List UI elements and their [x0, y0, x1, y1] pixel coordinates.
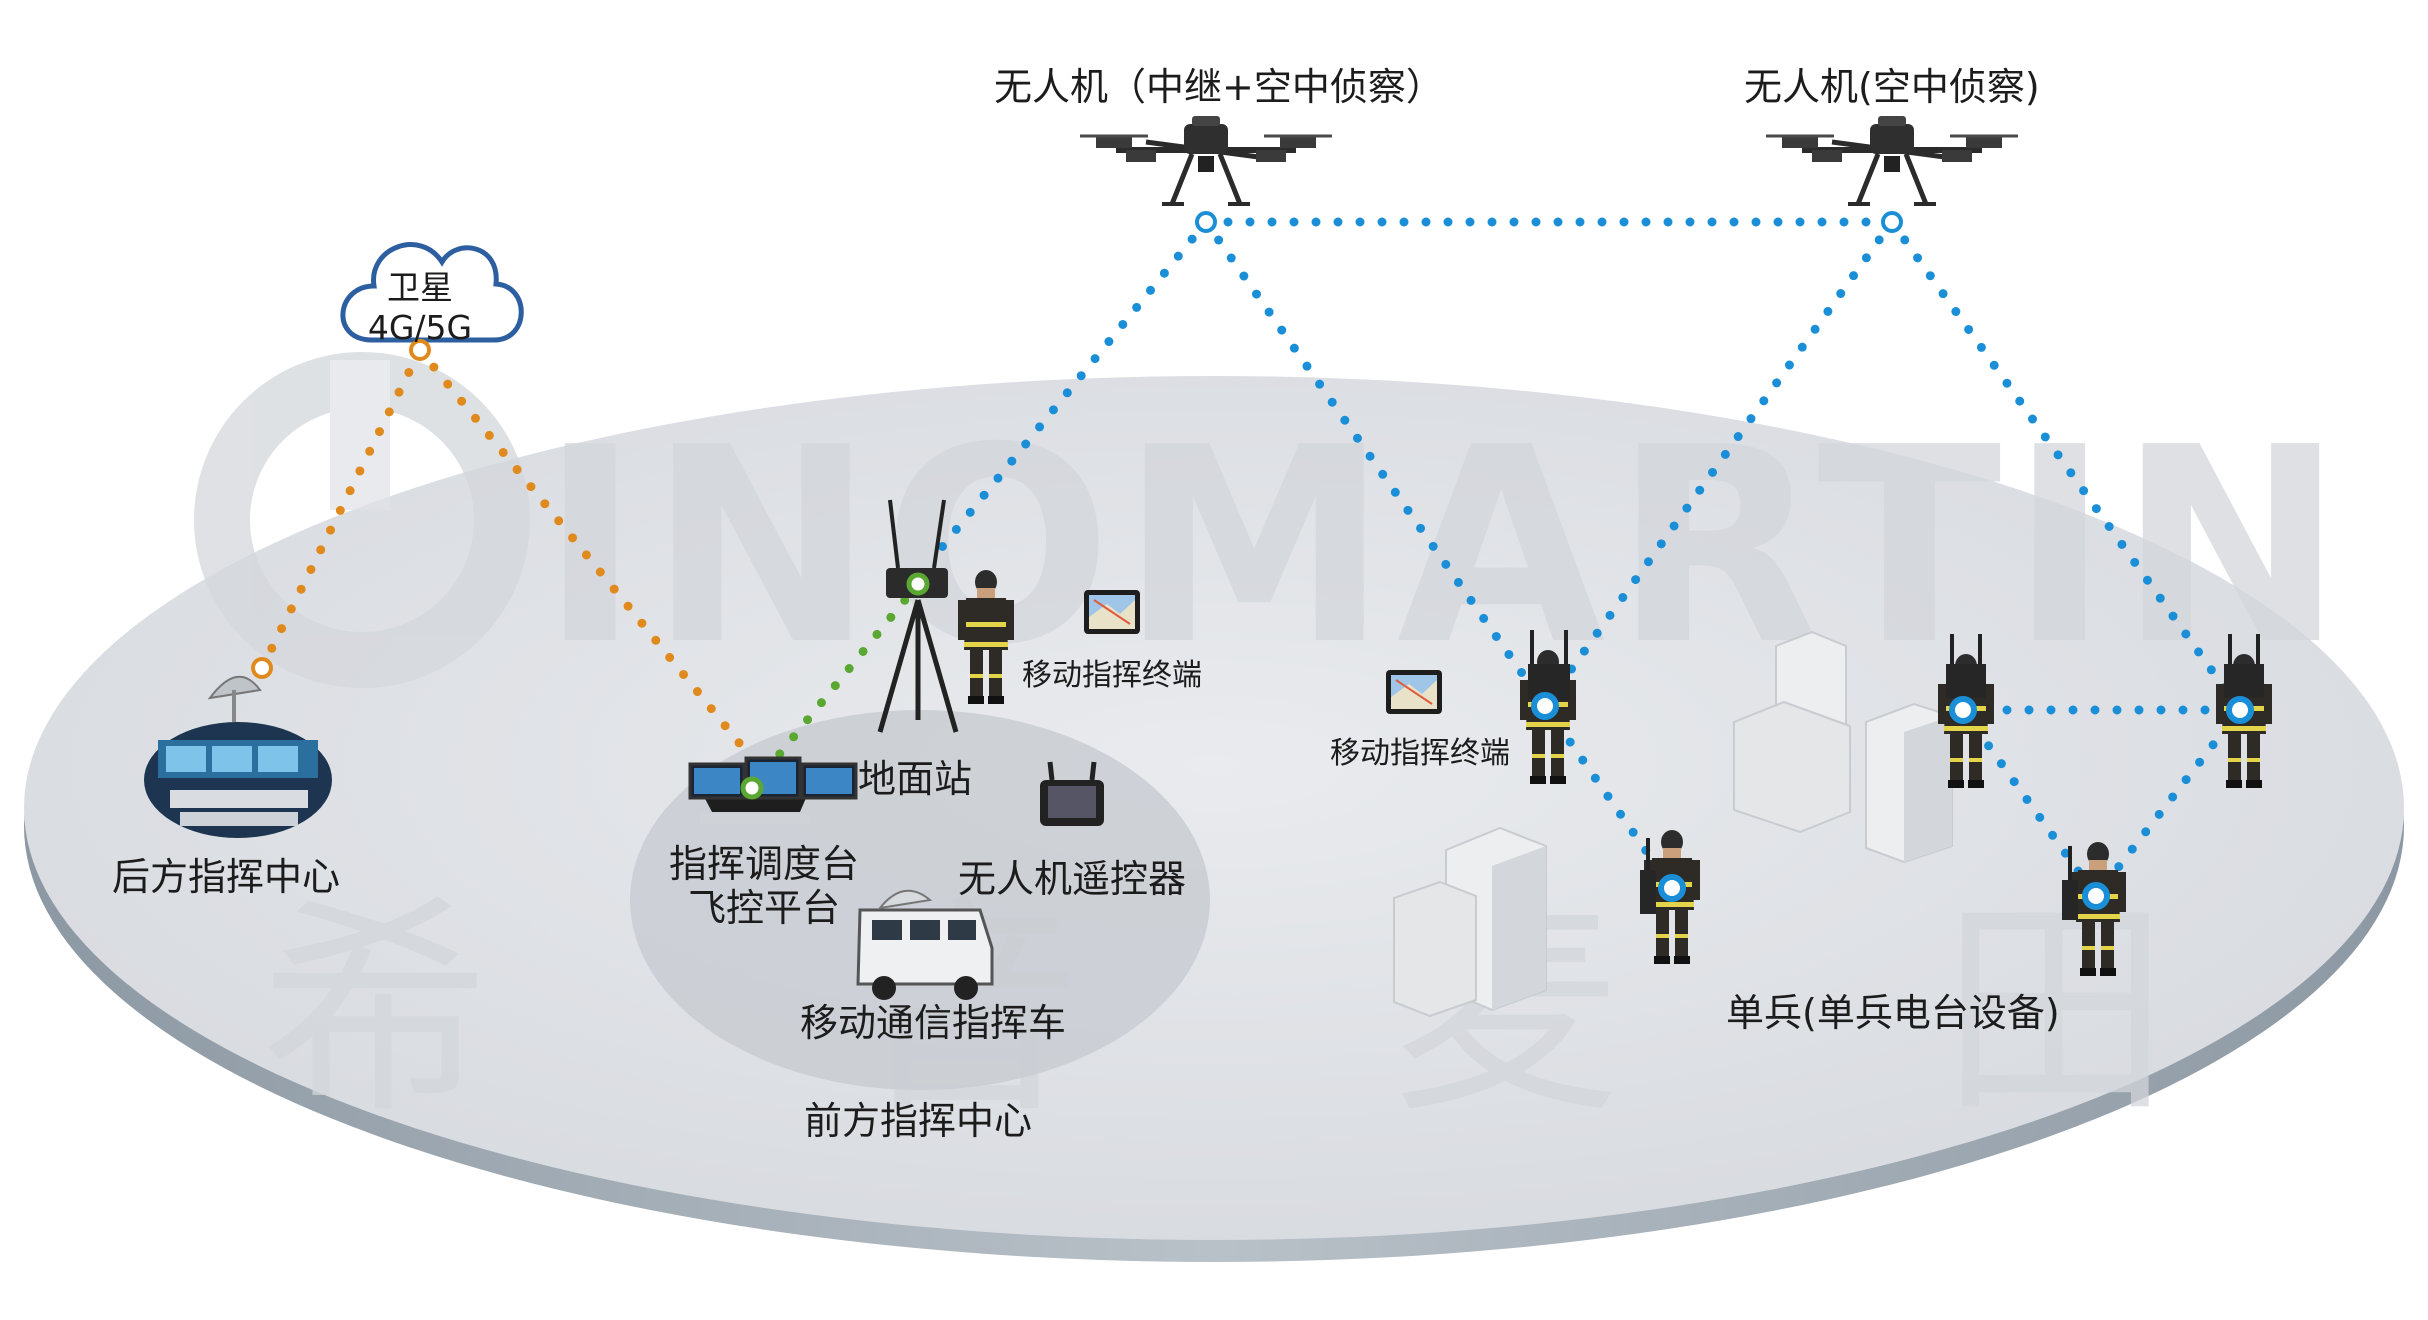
link-rear-satellite	[257, 345, 425, 673]
watermark-brand: INOMARTIN	[540, 389, 2352, 704]
satellite-line1: 卫星	[387, 268, 453, 307]
link-dispatch-ground-station	[747, 579, 923, 793]
label-drone-remote: 无人机遥控器	[958, 857, 1187, 901]
soldier-radio-icon	[1938, 634, 1994, 788]
label-mobile-terminal-1: 移动指挥终端	[1022, 658, 1202, 693]
satellite-dish-icon	[207, 675, 262, 722]
link-soldier-c-soldier-e	[1958, 705, 2101, 901]
label-drone-relay: 无人机（中继+空中侦察）	[994, 65, 1444, 109]
label-forward-command: 前方指挥中心	[804, 1099, 1033, 1143]
uav-link-nodes	[1531, 692, 2254, 910]
ground-platform	[24, 376, 2404, 1262]
cloud-icon	[340, 242, 524, 343]
tablet-icon	[1083, 589, 1141, 635]
building-icon	[1733, 630, 1953, 864]
soldier-radio-icon	[1640, 830, 1700, 964]
label-dispatch: 指挥调度台 飞控平台	[664, 842, 864, 930]
remote-controller-icon	[1040, 761, 1104, 826]
link-drone1-ground-station	[933, 217, 1211, 557]
satellite-line2: 4G/5G	[367, 308, 473, 347]
dispatch-line1: 指挥调度台	[668, 842, 859, 886]
link-soldier-d-soldier-e	[2091, 705, 2245, 901]
link-soldier-a-soldier-b	[1540, 701, 1677, 893]
drone-icon	[1766, 116, 2018, 204]
satellite-link-lines	[257, 345, 745, 749]
label-drone-recon: 无人机(空中侦察)	[1744, 65, 2040, 109]
label-mobile-terminal-2: 移动指挥终端	[1330, 736, 1510, 771]
label-soldier: 单兵(单兵电台设备)	[1726, 991, 2060, 1035]
watermark-char: 田	[1940, 878, 2170, 1145]
uav-link-lines	[933, 217, 2245, 901]
tablet-icon	[1385, 669, 1443, 715]
link-satellite-dispatch	[415, 345, 745, 749]
soldier-radio-icon	[2062, 842, 2126, 976]
watermark-char: 希	[260, 878, 490, 1145]
comm-vehicle-icon	[856, 889, 994, 1000]
dispatch-line2: 飞控平台	[687, 886, 840, 930]
control-room-icon	[144, 722, 332, 838]
label-ground-station: 地面站	[858, 757, 973, 801]
label-satellite: 卫星 4G/5G	[350, 268, 490, 348]
building-icon	[1393, 826, 1547, 1018]
label-comm-vehicle: 移动通信指挥车	[800, 1001, 1067, 1045]
label-rear-command: 后方指挥中心	[112, 855, 341, 899]
soldier-radio-icon	[2216, 634, 2272, 788]
drone-icon	[1080, 116, 1332, 204]
dispatch-console-icon	[688, 756, 858, 824]
